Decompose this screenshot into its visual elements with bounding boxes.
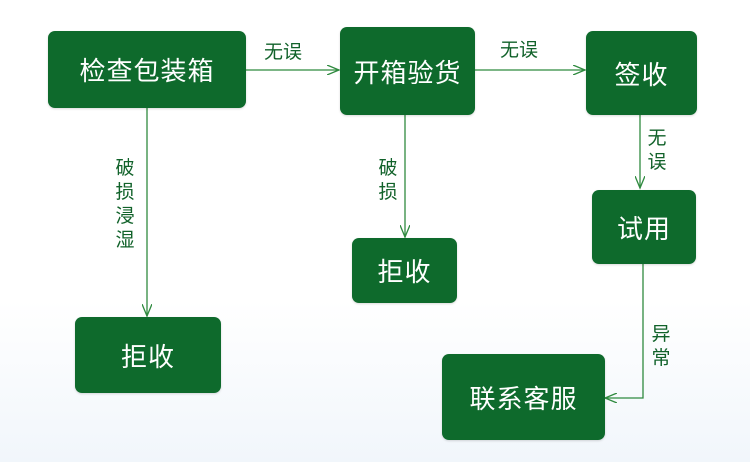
node-contact-service: 联系客服 [442,354,605,440]
label-sign-to-trial: 无误 [647,127,667,173]
node-reject-left: 拒收 [75,317,221,393]
node-trial-use: 试用 [592,190,696,264]
label-open-to-reject: 破损 [378,157,398,203]
label-open-to-sign: 无误 [500,39,539,61]
label-inspect-to-open: 无误 [264,41,303,63]
label-trial-to-service: 异常 [651,323,671,369]
node-sign-receive: 签收 [586,31,697,115]
node-inspect-package: 检查包装箱 [48,31,246,108]
node-open-inspect: 开箱验货 [340,27,475,115]
edge-trial-to-service [605,264,644,398]
node-reject-middle: 拒收 [352,238,457,303]
label-inspect-to-reject: 破损浸湿 [115,157,135,251]
